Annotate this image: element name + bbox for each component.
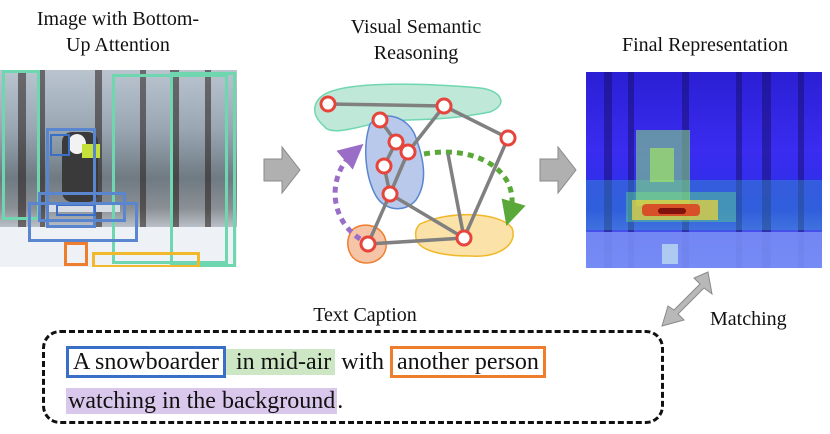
image-bottom-up-title: Image with Bottom- Up Attention xyxy=(0,6,236,58)
graph-node xyxy=(387,133,405,151)
caption-blue-phrase: A snowboarder xyxy=(66,346,226,378)
graph-node xyxy=(435,97,453,115)
caption-green-phrase: in mid-air xyxy=(225,349,336,375)
visual-semantic-reasoning-title: Visual Semantic Reasoning xyxy=(300,14,532,66)
graph-node xyxy=(319,95,337,113)
graph-node xyxy=(499,129,517,147)
final-representation-heatmap xyxy=(586,72,822,268)
caption-line-2: watching in the background. xyxy=(66,386,343,416)
caption-line-1: A snowboarder in mid-air with another pe… xyxy=(66,346,546,378)
text-caption-title: Text Caption xyxy=(313,304,417,326)
caption-frame xyxy=(42,330,664,424)
caption-period: . xyxy=(337,388,344,414)
caption-plain-text: with xyxy=(335,349,390,375)
graph-node xyxy=(371,111,389,129)
reasoning-title-line-2: Reasoning xyxy=(373,42,459,64)
graph-node xyxy=(381,185,399,203)
purple-dashed-arrow-icon xyxy=(332,143,372,247)
graph-node xyxy=(375,157,393,175)
double-arrow-icon xyxy=(661,271,713,327)
green-dashed-arrow-icon xyxy=(423,149,526,226)
graph-node xyxy=(359,235,377,253)
matching-label: Matching xyxy=(710,308,787,330)
blue-region xyxy=(365,115,425,210)
graph-node xyxy=(455,229,473,247)
caption-purple-phrase: watching in the background xyxy=(66,388,338,414)
graph-node xyxy=(399,143,417,161)
gray-right-arrow-icon xyxy=(539,145,577,195)
image-title-line-2: Up Attention xyxy=(66,34,170,56)
graph-nodes xyxy=(319,95,517,253)
gray-right-arrow-icon xyxy=(263,145,301,195)
teal-region xyxy=(314,83,502,132)
caption-orange-phrase: another person xyxy=(389,346,546,378)
final-representation-title: Final Representation xyxy=(621,34,789,56)
reasoning-graph xyxy=(314,83,526,264)
image-title-line-1: Image with Bottom- xyxy=(36,8,200,30)
snowboarder-photo xyxy=(0,70,237,267)
reasoning-title-line-1: Visual Semantic xyxy=(350,16,482,38)
